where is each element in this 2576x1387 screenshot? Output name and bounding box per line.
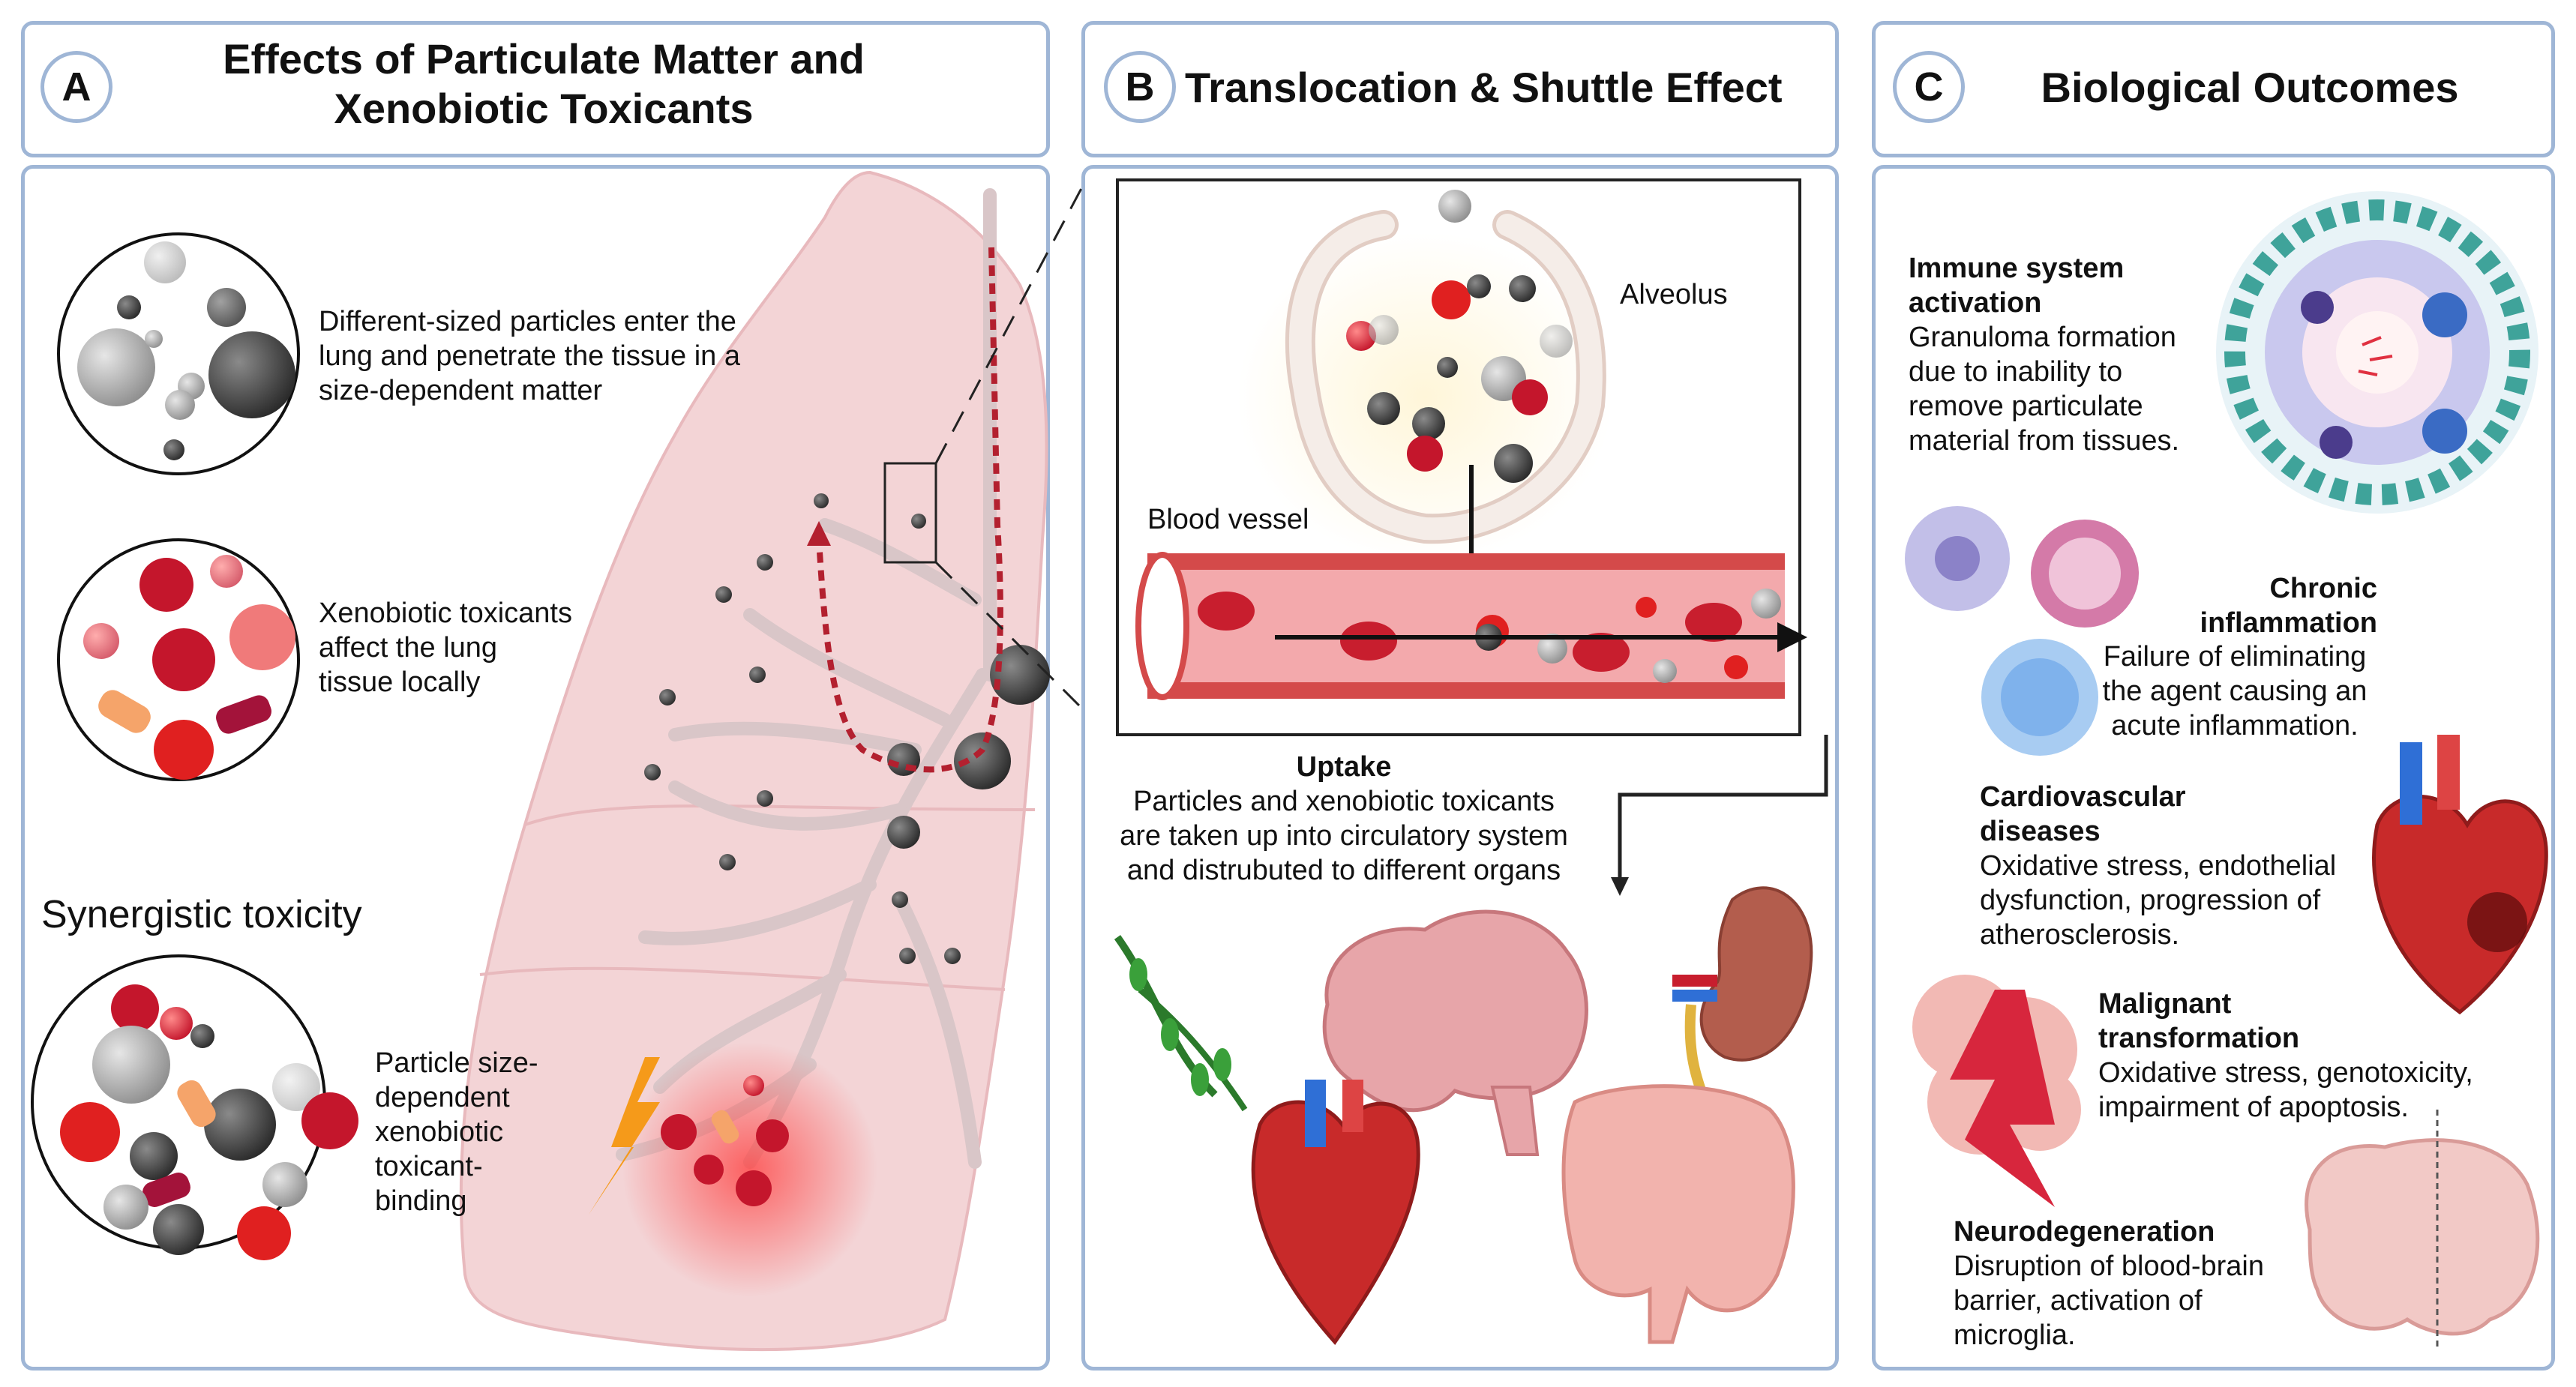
toxicants-line1: Xenobiotic toxicants: [319, 598, 572, 629]
uptake-line2: are taken up into circulatory system: [1120, 820, 1568, 852]
synergy-circle: [31, 954, 358, 1260]
synergy-line5: binding: [375, 1185, 467, 1217]
chronic-description: Failure of eliminating the agent causing…: [2077, 640, 2392, 743]
immune-section: Immune system activation Granuloma forma…: [1909, 251, 2299, 458]
cardio-line2: dysfunction, progression of: [1980, 885, 2321, 916]
panel-c-title: Biological Outcomes: [2041, 64, 2459, 111]
granuloma-illustration: [2216, 191, 2539, 514]
toxicants-line3: tissue locally: [319, 667, 481, 698]
synergy-line4: toxicant-: [375, 1151, 483, 1182]
neuro-title: Neurodegeneration: [1954, 1216, 2215, 1248]
neuro-line2: barrier, activation of: [1954, 1285, 2203, 1317]
synergy-line2: dependent: [375, 1082, 510, 1113]
malignant-line1: Oxidative stress, genotoxicity,: [2098, 1057, 2473, 1089]
immune-line2: due to inability to: [1909, 356, 2123, 388]
toxicants-line2: affect the lung: [319, 632, 498, 664]
panel-c-header: [1872, 21, 2555, 157]
particles-line2: lung and penetrate the tissue in a: [319, 340, 740, 372]
malignant-title-line2: transformation: [2098, 1023, 2300, 1054]
chronic-title-line1: Chronic: [2269, 573, 2377, 604]
uptake-line3: and distrubuted to different organs: [1126, 855, 1561, 886]
particles-line3: size-dependent matter: [319, 375, 603, 406]
brain-section-illustration: [2305, 1110, 2540, 1350]
synergy-line1: Particle size-: [375, 1047, 538, 1079]
immune-cells-illustration: [1905, 506, 2139, 756]
heart-c-illustration: [2372, 735, 2548, 1015]
neuro-line3: microglia.: [1954, 1320, 2076, 1351]
panel-a-header: [21, 21, 1050, 157]
uptake-title: Uptake: [1296, 751, 1392, 783]
panel-b-header: [1081, 21, 1839, 157]
particles-circle: [57, 232, 300, 475]
alveolus-label: Alveolus: [1620, 279, 1728, 310]
malignant-line2: impairment of apoptosis.: [2098, 1092, 2409, 1123]
synergy-heading: Synergistic toxicity: [41, 893, 362, 936]
lung-illustration: [459, 170, 1087, 1351]
synergy-line3: xenobiotic: [375, 1116, 504, 1148]
panel-b-title: Translocation & Shuttle Effect: [1185, 64, 1783, 111]
toxicants-description: Xenobiotic toxicants affect the lung tis…: [319, 596, 694, 699]
panel-a-badge: A: [40, 51, 112, 123]
chronic-line3: acute inflammation.: [2111, 710, 2359, 741]
neuro-section: Neurodegeneration Disruption of blood-br…: [1954, 1215, 2306, 1353]
immune-line3: remove particulate: [1909, 391, 2143, 422]
chronic-section: Chronic inflammation: [2085, 571, 2377, 640]
cardio-title-line2: diseases: [1980, 816, 2101, 847]
uptake-line1: Particles and xenobiotic toxicants: [1133, 786, 1555, 817]
organs-illustration: [1114, 886, 1813, 1346]
malignant-section: Malignant transformation Oxidative stres…: [2098, 987, 2548, 1125]
particles-description: Different-sized particles enter the lung…: [319, 304, 844, 408]
panel-a-title-line1: Effects of Particulate Matter and: [223, 35, 865, 82]
cardio-title-line1: Cardiovascular: [1980, 781, 2186, 813]
synergy-description: Particle size- dependent xenobiotic toxi…: [375, 1046, 600, 1218]
blood-vessel-label: Blood vessel: [1147, 504, 1309, 535]
chronic-line1: Failure of eliminating: [2103, 641, 2367, 673]
malignant-title-line1: Malignant: [2098, 988, 2232, 1020]
neuro-line1: Disruption of blood-brain: [1954, 1251, 2265, 1282]
immune-line1: Granuloma formation: [1909, 322, 2176, 353]
tumor-illustration: [1912, 975, 2081, 1207]
immune-title-line1: Immune system: [1909, 253, 2125, 284]
cardio-line1: Oxidative stress, endothelial: [1980, 850, 2337, 882]
panel-a-title-line2: Xenobiotic Toxicants: [334, 85, 754, 132]
panel-c-badge: C: [1893, 51, 1965, 123]
cardio-section: Cardiovascular diseases Oxidative stress…: [1980, 780, 2400, 952]
immune-line4: material from tissues.: [1909, 425, 2180, 457]
zoom-inset: [1116, 178, 1807, 736]
chronic-line2: the agent causing an: [2102, 676, 2368, 707]
cardio-line3: atherosclerosis.: [1980, 919, 2180, 951]
uptake-description: Uptake Particles and xenobiotic toxicant…: [1089, 750, 1599, 888]
panel-b-badge: B: [1104, 51, 1176, 123]
immune-title-line2: activation: [1909, 287, 2042, 319]
panel-a-title: Effects of Particulate Matter and Xenobi…: [187, 34, 900, 133]
particles-line1: Different-sized particles enter the: [319, 306, 736, 337]
toxicants-circle: [57, 538, 300, 781]
chronic-title-line2: inflammation: [2200, 607, 2377, 639]
